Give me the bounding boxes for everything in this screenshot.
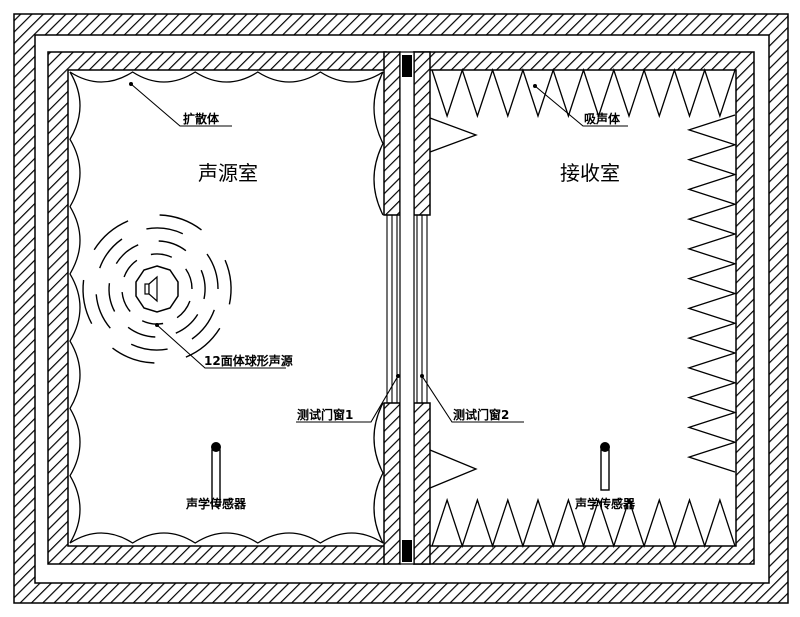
partition-wall bbox=[383, 51, 431, 565]
leader-lines bbox=[130, 83, 628, 423]
speaker-icon bbox=[144, 275, 158, 303]
source-room-label: 声源室 bbox=[198, 161, 258, 185]
sound-wave-arc bbox=[175, 314, 199, 334]
sound-wave-arc bbox=[150, 253, 173, 258]
test-window-2-label: 测试门窗2 bbox=[453, 407, 509, 422]
test-window-glass bbox=[386, 214, 428, 404]
sound-wave-arc bbox=[141, 320, 164, 325]
sensor-left-icon bbox=[211, 442, 221, 507]
sound-wave-arc bbox=[95, 294, 111, 329]
sensor-left-label: 声学传感器 bbox=[185, 496, 247, 511]
receive-room-label: 接收室 bbox=[560, 161, 620, 185]
absorber-top bbox=[431, 67, 736, 119]
diffuser-top bbox=[69, 71, 384, 83]
absorber-bottom bbox=[431, 497, 736, 549]
sensor-right-icon bbox=[600, 442, 610, 491]
sound-wave-arc bbox=[185, 268, 193, 290]
diffuser-bottom bbox=[69, 532, 384, 544]
sound-source bbox=[82, 214, 232, 364]
diffuser-right-upper bbox=[373, 71, 384, 216]
outer-wall bbox=[13, 13, 789, 604]
diffuser-left bbox=[69, 71, 81, 544]
sound-wave-arc bbox=[191, 309, 215, 340]
sound-wave-arc bbox=[146, 227, 184, 235]
sound-wave-arc bbox=[93, 220, 129, 251]
absorber-wedges bbox=[429, 67, 738, 549]
diffuser-right-lower bbox=[373, 402, 384, 544]
test-window-1-label: 测试门窗1 bbox=[297, 407, 353, 422]
sound-wave-arc bbox=[115, 244, 139, 264]
sound-wave-arc bbox=[112, 347, 155, 364]
sound-wave-arc bbox=[99, 238, 123, 269]
sensor-right-label: 声学传感器 bbox=[574, 496, 636, 511]
sound-wave-arc bbox=[185, 327, 221, 358]
sound-wave-arc bbox=[121, 292, 131, 312]
absorber-label: 吸声体 bbox=[584, 111, 621, 126]
leader-dots bbox=[129, 82, 537, 378]
sound-wave-arc bbox=[206, 253, 219, 290]
sound-waves bbox=[82, 214, 232, 364]
absorber-right bbox=[686, 114, 738, 473]
receive-room-wall bbox=[413, 51, 755, 565]
sound-wave-arc bbox=[224, 259, 232, 305]
sound-wave-arc bbox=[82, 279, 93, 325]
sound-wave-arc bbox=[108, 283, 116, 312]
sound-wave-arc bbox=[158, 240, 187, 252]
sound-wave-arc bbox=[130, 343, 168, 351]
sound-wave-arc bbox=[123, 259, 138, 278]
sound-wave-arc bbox=[200, 269, 206, 300]
absorber-partition-upper bbox=[429, 117, 478, 153]
sound-source-label: 12面体球形声源 bbox=[204, 353, 293, 368]
absorber-partition-lower bbox=[429, 449, 478, 489]
sound-wave-arc bbox=[159, 214, 202, 231]
sound-wave-arc bbox=[176, 300, 191, 319]
sound-wave-arc bbox=[127, 326, 156, 338]
diffuser-panels bbox=[69, 71, 384, 544]
diffuser-label: 扩散体 bbox=[183, 111, 220, 126]
